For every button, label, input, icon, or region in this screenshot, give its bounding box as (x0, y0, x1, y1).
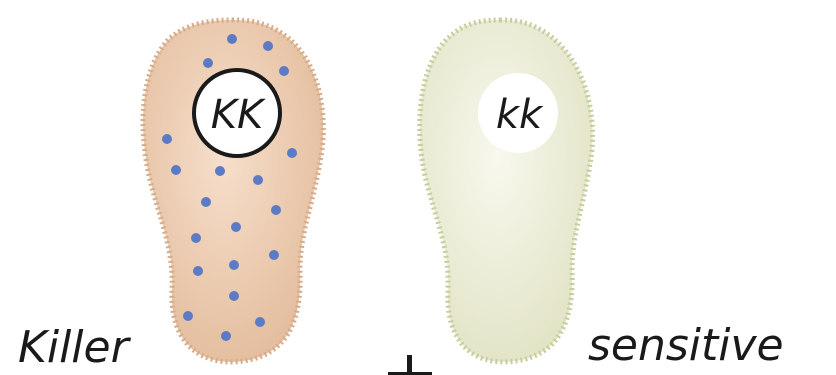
particle (201, 197, 211, 207)
particle (221, 331, 231, 341)
particle (287, 148, 297, 158)
particle (171, 165, 181, 175)
sensitive-genotype-label: kk (469, 92, 569, 138)
killer-cell (143, 20, 323, 362)
particle (279, 66, 289, 76)
particle (263, 41, 273, 51)
particle (227, 34, 237, 44)
particle (271, 205, 281, 215)
particle (193, 266, 203, 276)
killer-label: Killer (18, 322, 129, 373)
particle (253, 175, 263, 185)
particle (191, 233, 201, 243)
particle (269, 250, 279, 260)
sensitive-cell-body (420, 20, 593, 362)
sensitive-label: sensitive (588, 320, 784, 371)
plus-sign (388, 355, 432, 375)
sensitive-cell (420, 20, 593, 362)
killer-genotype-label: KK (187, 92, 287, 138)
particle (183, 311, 193, 321)
particle (215, 166, 225, 176)
particle (162, 134, 172, 144)
particle (231, 222, 241, 232)
particle (229, 291, 239, 301)
particle (203, 58, 213, 68)
particle (255, 317, 265, 327)
particle (229, 260, 239, 270)
